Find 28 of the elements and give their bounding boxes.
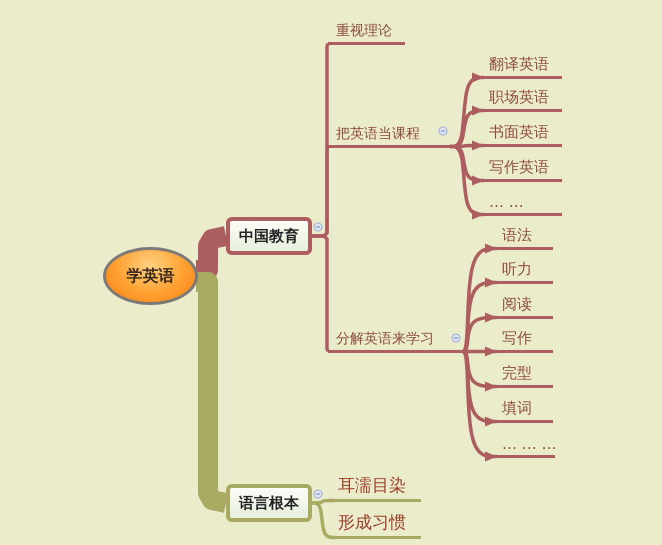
branch-line — [312, 234, 330, 354]
topic-label: 职场英语 — [489, 88, 549, 107]
topic-label: 语法 — [502, 226, 532, 245]
topic-label: 重视理论 — [336, 22, 392, 40]
topic-label: 分解英语来学习 — [336, 330, 434, 348]
topic-label: 完型 — [502, 364, 532, 383]
topic-label: 耳濡目染 — [338, 475, 406, 497]
topic-label: … … … — [502, 435, 557, 453]
branch-band — [196, 272, 228, 513]
topic-box — [226, 217, 312, 255]
arrow — [450, 144, 484, 220]
topic-label: 书面英语 — [489, 123, 549, 142]
topic-label: 中国教育 — [239, 226, 299, 246]
topic-label: 写作英语 — [489, 158, 549, 177]
topic-label: 学英语 — [126, 266, 174, 286]
branch-line — [312, 498, 335, 505]
topic-label: 语言根本 — [239, 494, 299, 512]
topic-label: 听力 — [502, 260, 532, 279]
topic-label: 形成习惯 — [338, 512, 406, 534]
topic-label: 翻译英语 — [489, 55, 549, 74]
branch-line — [312, 501, 335, 540]
topic-label: 把英语当课程 — [336, 125, 420, 143]
topic-label: 写作 — [502, 329, 532, 348]
arrow — [461, 350, 497, 462]
topic-label: … … — [489, 193, 524, 211]
topic-label: 阅读 — [502, 295, 532, 314]
topic-box — [226, 484, 312, 522]
topic-label: 填词 — [502, 399, 532, 418]
